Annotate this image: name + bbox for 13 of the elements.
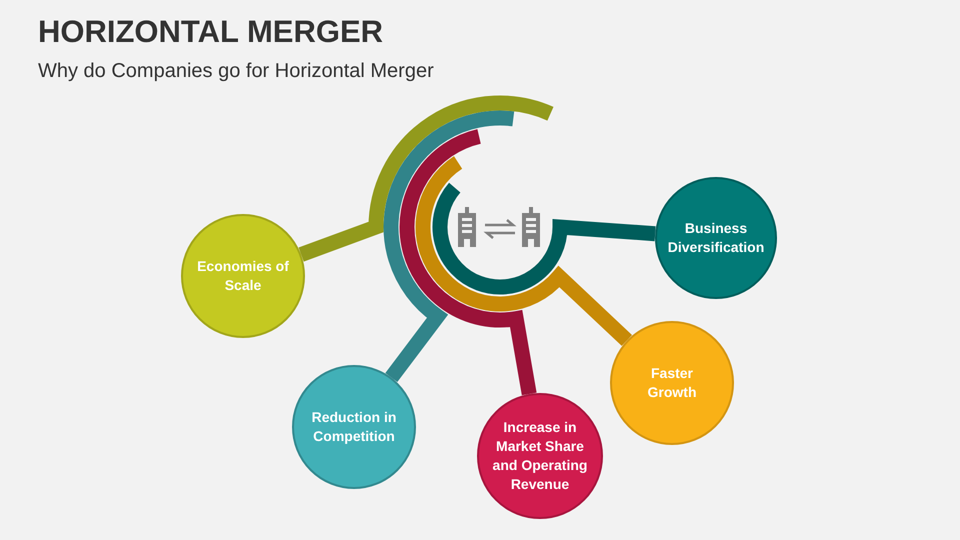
arc-connector	[432, 183, 656, 294]
buildings-exchange-icon	[458, 207, 540, 247]
arc-connector	[384, 110, 514, 382]
topic-label: Economies of Scale	[196, 257, 290, 295]
subtitle: Why do Companies go for Horizontal Merger	[38, 60, 434, 83]
arc-connector	[298, 96, 554, 262]
arc-connector	[400, 129, 537, 396]
topic-label: Increase in Market Share and Operating Revenue	[492, 418, 588, 494]
topic-label: Faster Growth	[646, 364, 698, 402]
title: HORIZONTAL MERGER	[38, 14, 384, 50]
topic-label: Reduction in Competition	[310, 408, 398, 446]
arc-connector	[416, 156, 632, 346]
topic-label: Business Diversification	[666, 219, 766, 257]
